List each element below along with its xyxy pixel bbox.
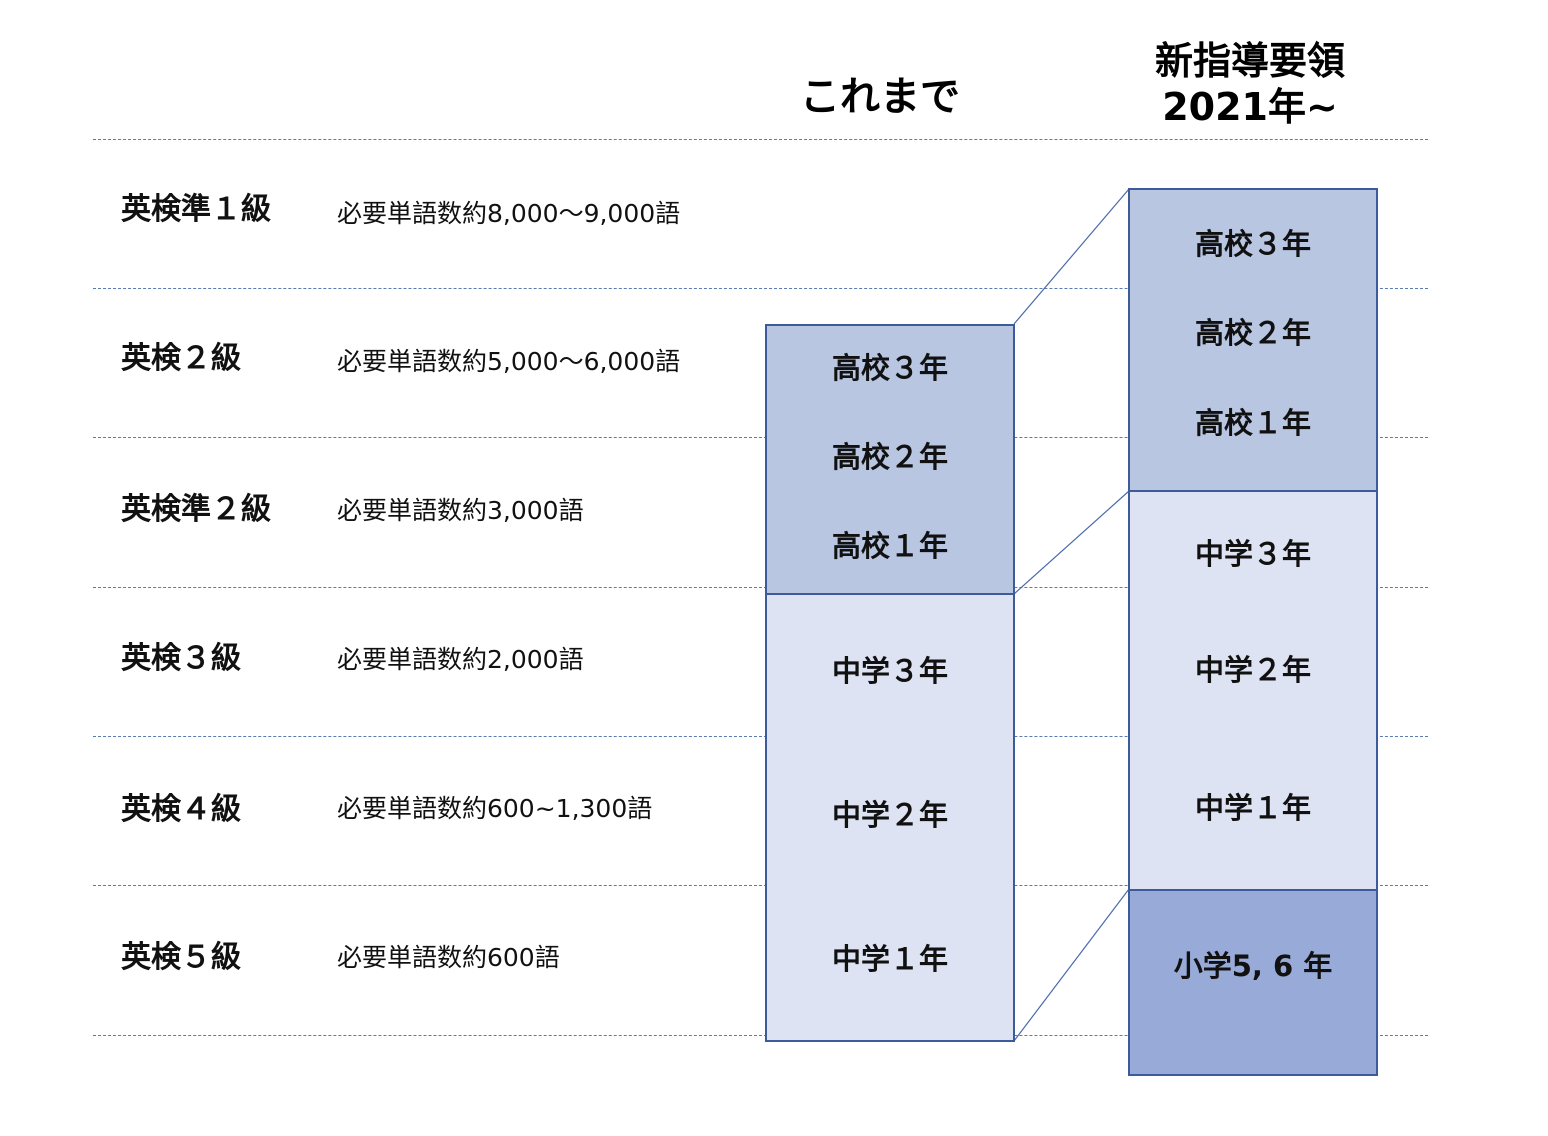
- row-divider: [93, 139, 1428, 140]
- row-divider: [93, 1035, 1428, 1036]
- grade-label: 英検３級: [121, 641, 241, 676]
- header-new: 新指導要領 2021年~: [1110, 38, 1390, 130]
- word-count: 必要単語数約8,000〜9,000語: [337, 199, 681, 228]
- connector-line: [1013, 888, 1130, 1042]
- grade-label: 英検２級: [121, 341, 241, 376]
- current-high-school-block: 高校３年 高校２年 高校１年: [765, 324, 1015, 595]
- row-divider: [93, 288, 1428, 289]
- grade-year-label: 高校３年: [1194, 227, 1311, 261]
- grade-year-label: 高校１年: [831, 529, 948, 563]
- grade-year-label: 中学３年: [831, 654, 948, 688]
- grade-label: 英検準２級: [121, 492, 271, 527]
- grade-year-label: 中学２年: [831, 798, 948, 832]
- header-current: これまで: [800, 74, 960, 120]
- row-divider: [93, 587, 1428, 588]
- row-divider: [93, 885, 1428, 886]
- word-count: 必要単語数約600語: [337, 943, 560, 972]
- grade-year-label: 高校２年: [831, 440, 948, 474]
- grade-year-label: 高校２年: [1194, 316, 1311, 350]
- grade-label: 英検４級: [121, 792, 241, 827]
- word-count: 必要単語数約5,000〜6,000語: [337, 347, 681, 376]
- connector-line: [1013, 490, 1130, 595]
- new-elementary-block: 小学5, 6 年: [1128, 889, 1378, 1076]
- header-new-line2: 2021年~: [1162, 85, 1338, 129]
- grade-year-label: 中学１年: [831, 942, 948, 976]
- header-new-line1: 新指導要領: [1154, 39, 1345, 83]
- grade-year-label: 中学１年: [1194, 791, 1311, 825]
- word-count: 必要単語数約2,000語: [337, 645, 584, 674]
- grade-year-label: 中学３年: [1194, 537, 1311, 571]
- connector-line: [1013, 188, 1130, 325]
- current-junior-high-block: 中学３年 中学２年 中学１年: [765, 593, 1015, 1042]
- row-divider: [93, 736, 1428, 737]
- grade-year-label: 小学5, 6 年: [1173, 949, 1333, 983]
- grade-label: 英検準１級: [121, 192, 271, 227]
- grade-year-label: 中学２年: [1194, 653, 1311, 687]
- grade-year-label: 高校３年: [831, 351, 948, 385]
- word-count: 必要単語数約600~1,300語: [337, 794, 653, 823]
- new-junior-high-block: 中学３年 中学２年 中学１年: [1128, 490, 1378, 891]
- grade-year-label: 高校１年: [1194, 406, 1311, 440]
- row-divider: [93, 437, 1428, 438]
- new-high-school-block: 高校３年 高校２年 高校１年: [1128, 188, 1378, 492]
- word-count: 必要単語数約3,000語: [337, 496, 584, 525]
- grade-label: 英検５級: [121, 940, 241, 975]
